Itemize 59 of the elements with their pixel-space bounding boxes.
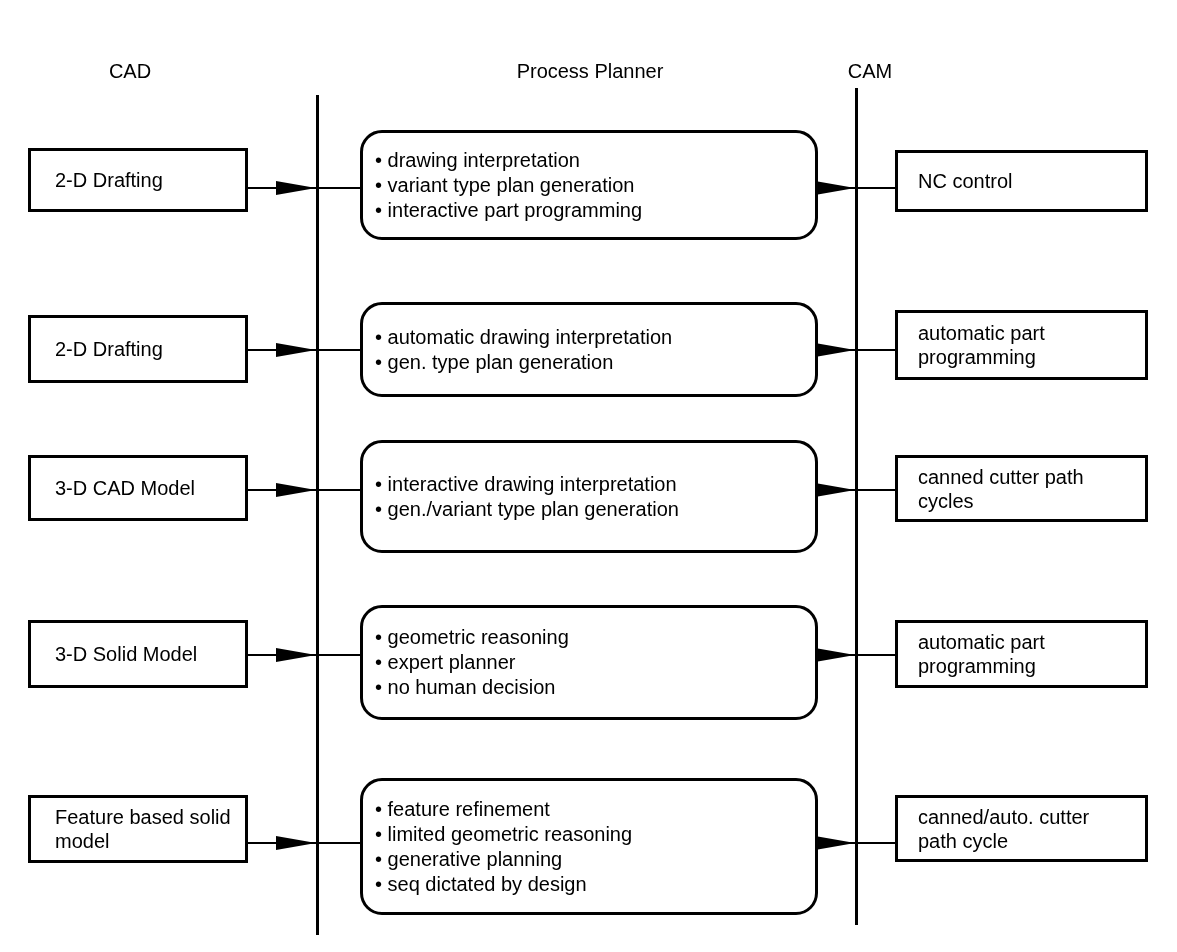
arrow [247, 648, 317, 662]
bullet-item: • automatic drawing interpretation [375, 324, 674, 350]
arrow [247, 181, 317, 195]
process-box [360, 440, 818, 553]
connector-line [857, 489, 896, 491]
connector-line [857, 654, 896, 656]
process-box [360, 778, 818, 915]
bullet-item: • gen. type plan generation [375, 349, 615, 375]
box-text: 3-D CAD Model [55, 476, 197, 500]
box-text: automatic part programming [918, 630, 1046, 678]
cam-box [895, 795, 1148, 862]
cam-box [895, 150, 1148, 212]
connector-line [857, 187, 896, 189]
bullet-item: • limited geometric reasoning [375, 821, 634, 847]
box-text: 3-D Solid Model [55, 642, 199, 666]
divider-line [316, 95, 319, 935]
bullet-item: • drawing interpretation [375, 147, 581, 173]
box-text: Feature based solid model [55, 805, 232, 853]
box-text: NC control [918, 169, 1014, 193]
arrow [247, 343, 317, 357]
box-text: canned/auto. cutter path cycle [918, 804, 1091, 853]
arrow [247, 836, 317, 850]
column-heading: Process Planner [516, 59, 664, 84]
connector-line [318, 842, 361, 844]
cam-box [895, 310, 1148, 380]
connector-line [857, 842, 896, 844]
bullet-item: • variant type plan generation [375, 172, 636, 198]
bullet-item: • expert planner [375, 650, 517, 675]
connector-line [857, 349, 896, 351]
cad-box [28, 620, 248, 688]
connector-line [318, 187, 361, 189]
box-text: canned cutter path cycles [918, 464, 1085, 513]
bullet-item: • geometric reasoning [375, 625, 570, 650]
arrow [247, 483, 317, 497]
bullet-item: • no human decision [375, 675, 557, 700]
divider-line [855, 88, 858, 925]
cad-box [28, 315, 248, 383]
bullet-item: • feature refinement [375, 796, 551, 822]
connector-line [318, 654, 361, 656]
bullet-item: • interactive part programming [375, 197, 644, 223]
cam-box [895, 455, 1148, 522]
process-box [360, 302, 818, 397]
process-box [360, 130, 818, 240]
bullet-item: • interactive drawing interpretation [375, 471, 678, 497]
box-text: 2-D Drafting [55, 337, 164, 361]
bullet-item: • gen./variant type plan generation [375, 496, 680, 522]
column-heading: CAM [847, 59, 893, 84]
connector-line [318, 349, 361, 351]
box-text: automatic part programming [918, 321, 1046, 369]
cam-box [895, 620, 1148, 688]
process-box [360, 605, 818, 720]
box-text: 2-D Drafting [55, 168, 164, 192]
cad-box [28, 148, 248, 212]
bullet-item: • generative planning [375, 846, 564, 872]
connector-line [318, 489, 361, 491]
bullet-item: • seq dictated by design [375, 871, 588, 897]
cad-box [28, 455, 248, 521]
cad-box [28, 795, 248, 863]
column-heading: CAD [108, 59, 152, 84]
